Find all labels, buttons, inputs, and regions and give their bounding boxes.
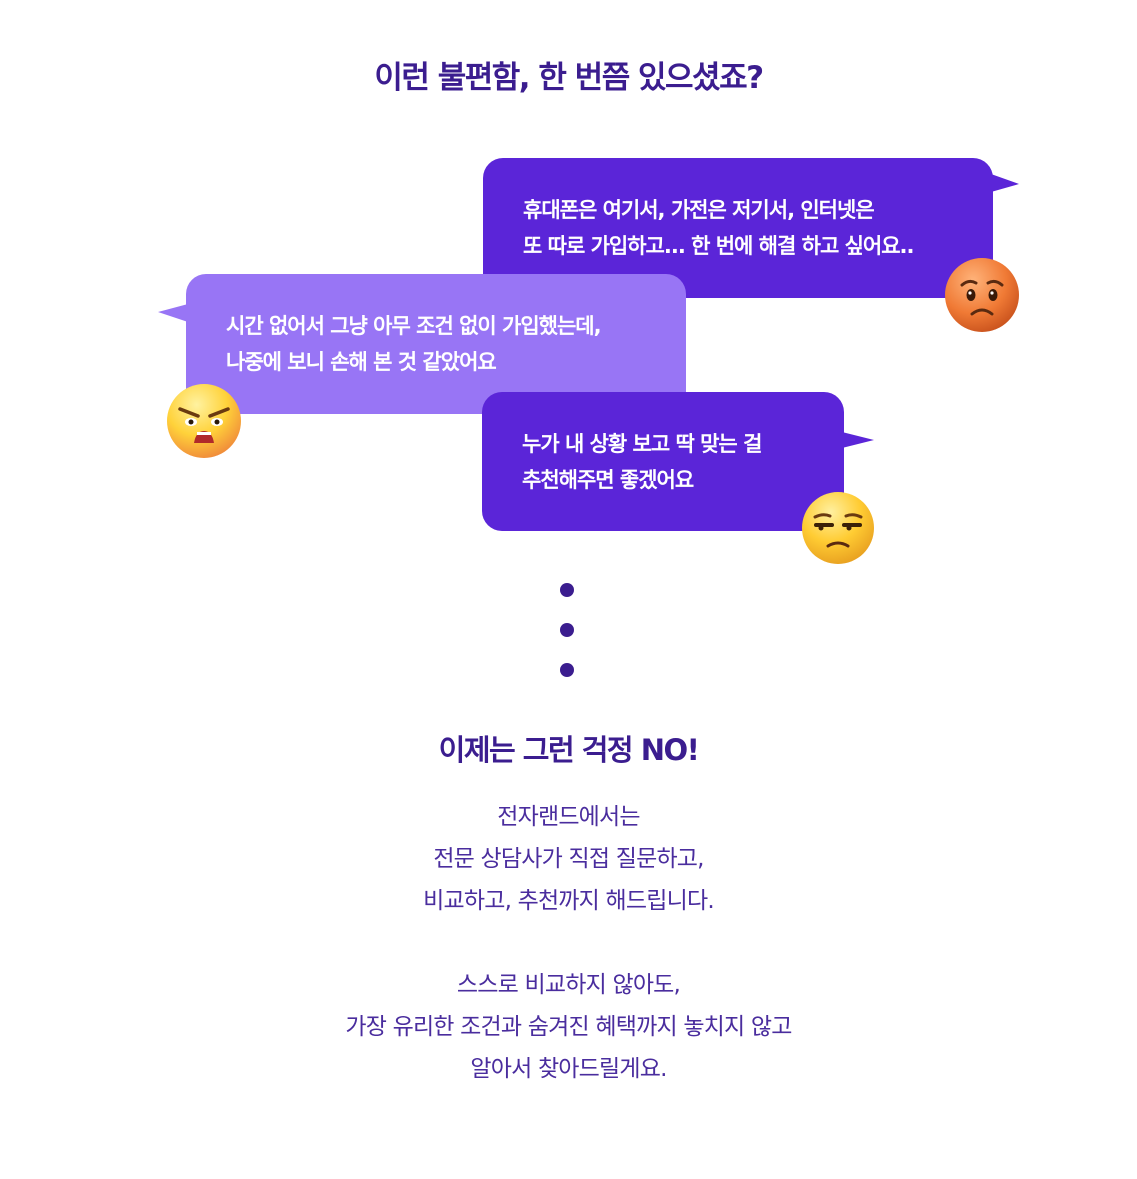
bubble-text-line: 시간 없어서 그냥 아무 조건 없이 가입했는데, bbox=[226, 314, 602, 338]
angry-face-emoji-icon bbox=[167, 384, 241, 458]
dot bbox=[560, 663, 574, 677]
description-line: 비교하고, 추천까지 해드립니다. bbox=[423, 888, 715, 914]
chat-bubble-loss: 시간 없어서 그냥 아무 조건 없이 가입했는데, 나중에 보니 손해 본 것 … bbox=[158, 274, 686, 414]
dot bbox=[560, 583, 574, 597]
bubble-tail bbox=[158, 304, 188, 322]
bubble-tail bbox=[842, 432, 874, 448]
description-line: 전문 상담사가 직접 질문하고, bbox=[433, 846, 704, 872]
description-line: 전자랜드에서는 bbox=[497, 804, 640, 830]
worried-face-emoji-icon bbox=[945, 258, 1019, 332]
page-title: 이런 불편함, 한 번쯤 있으셨죠? bbox=[374, 60, 764, 96]
bubble-text-line: 휴대폰은 여기서, 가전은 저기서, 인터넷은 bbox=[523, 198, 875, 222]
bubble-text-line: 누가 내 상황 보고 딱 맞는 걸 bbox=[522, 432, 762, 456]
description-line: 알아서 찾아드릴게요. bbox=[470, 1056, 667, 1082]
bubble-text-line: 나중에 보니 손해 본 것 같았어요 bbox=[226, 350, 497, 374]
description-block: 전자랜드에서는 전문 상담사가 직접 질문하고, 비교하고, 추천까지 해드립니… bbox=[0, 796, 1137, 1090]
bubble-tail bbox=[991, 174, 1019, 192]
chat-bubble-recommend: 누가 내 상황 보고 딱 맞는 걸 추천해주면 좋겠어요 bbox=[482, 392, 874, 531]
section-subheading: 이제는 그런 걱정 NO! bbox=[438, 733, 700, 767]
description-spacer bbox=[0, 922, 1137, 964]
description-line: 스스로 비교하지 않아도, bbox=[456, 972, 681, 998]
description-line: 가장 유리한 조건과 숨겨진 혜택까지 놓치지 않고 bbox=[345, 1014, 792, 1040]
bubble-text-line: 또 따로 가입하고... 한 번에 해결 하고 싶어요.. bbox=[523, 234, 915, 258]
unamused-face-emoji-icon bbox=[802, 492, 874, 564]
dot bbox=[560, 623, 574, 637]
bubble-text-line: 추천해주면 좋겠어요 bbox=[522, 468, 694, 492]
